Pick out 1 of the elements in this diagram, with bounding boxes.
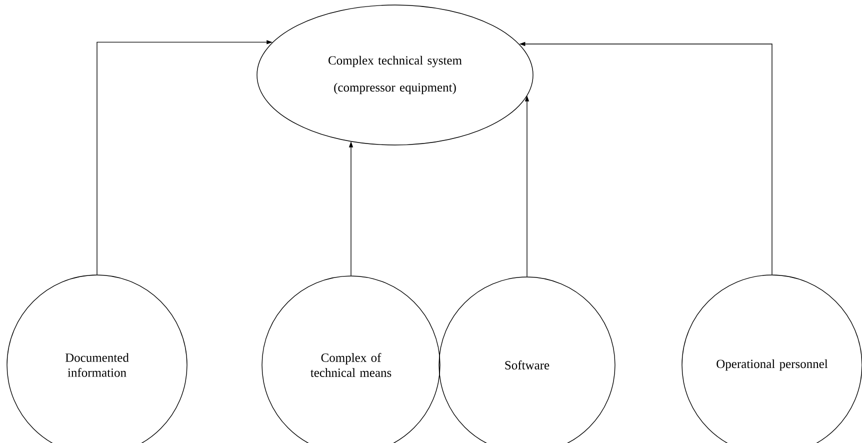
ellipse-node: Complex technical system (compressor equipment) <box>256 4 534 146</box>
